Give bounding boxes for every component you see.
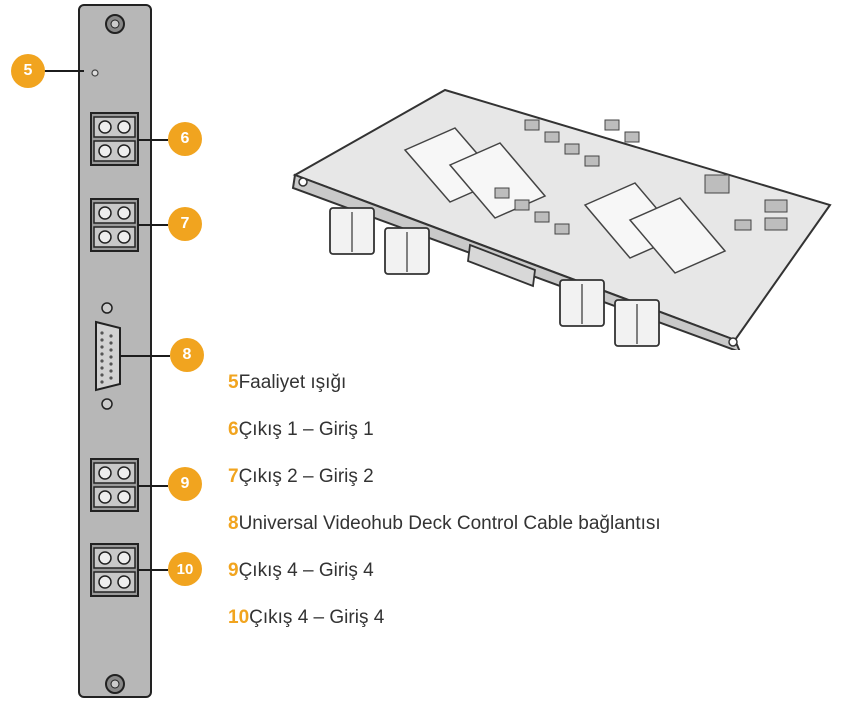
callout-6: 6: [168, 122, 202, 156]
bottom-screw-icon: [105, 674, 125, 694]
legend-item: 6Çıkış 1 – Giriş 1: [228, 416, 661, 444]
leader-line-8: [120, 355, 170, 357]
legend-item: 9Çıkış 4 – Giriş 4: [228, 557, 661, 585]
top-screw-icon: [105, 14, 125, 34]
legend-number: 6: [228, 419, 239, 440]
activity-light-icon: [91, 69, 99, 77]
legend-number: 5: [228, 372, 239, 393]
legend-label: Çıkış 4 – Giriş 4: [249, 607, 385, 628]
legend-number: 10: [228, 607, 250, 628]
callout-8: 8: [170, 338, 204, 372]
leader-line-7: [138, 224, 168, 226]
legend-label: Universal Videohub Deck Control Cable ba…: [238, 513, 661, 534]
leader-line-5: [40, 70, 84, 72]
legend-number: 8: [228, 513, 239, 534]
legend: 5Faaliyet ışığı 6Çıkış 1 – Giriş 1 7Çıkı…: [228, 369, 661, 651]
callout-9: 9: [168, 467, 202, 501]
legend-label: Çıkış 4 – Giriş 4: [238, 560, 374, 581]
connector-6-icon: [90, 112, 139, 166]
leader-line-6: [138, 139, 168, 141]
callout-7: 7: [168, 207, 202, 241]
legend-label: Faaliyet ışığı: [238, 372, 347, 393]
connector-10-icon: [90, 543, 139, 597]
callout-5: 5: [11, 54, 45, 88]
legend-number: 9: [228, 560, 239, 581]
legend-item: 8Universal Videohub Deck Control Cable b…: [228, 510, 661, 538]
connector-7-icon: [90, 198, 139, 252]
legend-item: 5Faaliyet ışığı: [228, 369, 661, 397]
legend-label: Çıkış 1 – Giriş 1: [238, 419, 374, 440]
card-illustration: [291, 88, 832, 350]
legend-item: 7Çıkış 2 – Giriş 2: [228, 463, 661, 491]
deck-control-port-icon: [95, 302, 121, 410]
leader-line-9: [138, 485, 168, 487]
legend-label: Çıkış 2 – Giriş 2: [238, 466, 374, 487]
legend-number: 7: [228, 466, 239, 487]
callout-10: 10: [168, 552, 202, 586]
connector-9-icon: [90, 458, 139, 512]
legend-item: 10Çıkış 4 – Giriş 4: [228, 604, 661, 632]
leader-line-10: [138, 569, 168, 571]
